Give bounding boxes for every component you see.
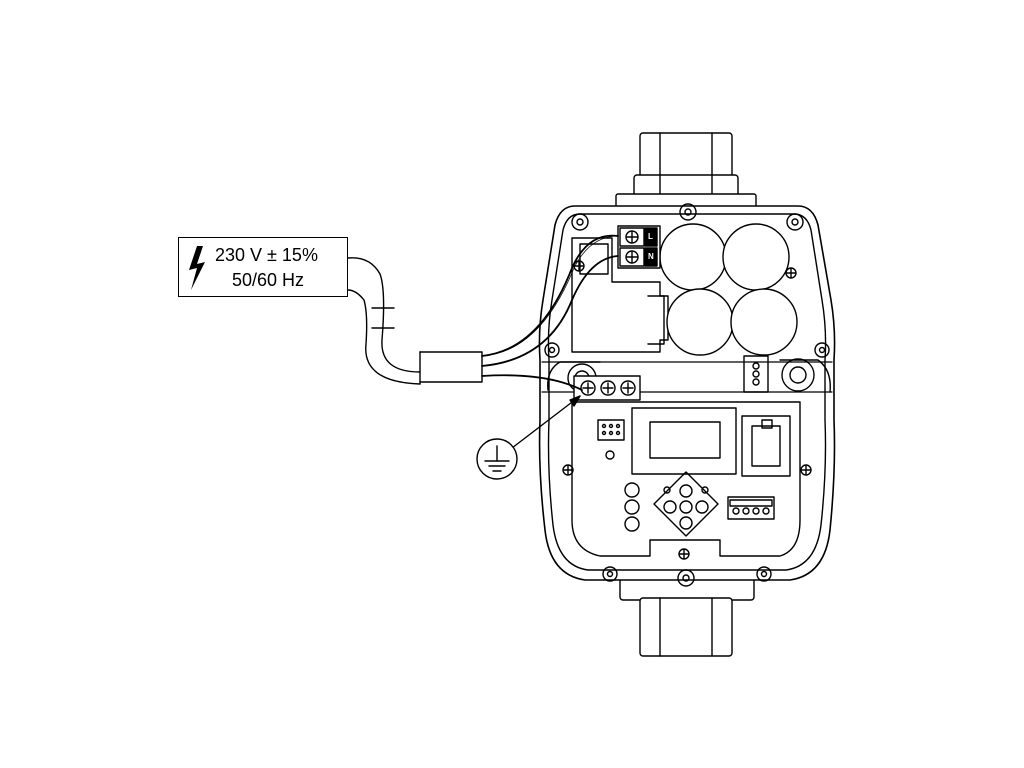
supply-wires <box>481 234 619 391</box>
power-cable <box>347 257 483 385</box>
supply-rating-label: 230 V ± 15% 50/60 Hz <box>178 237 348 297</box>
auxiliary-terminal <box>743 355 769 393</box>
terminal-neutral-label: N <box>648 252 654 261</box>
capacitors <box>659 223 798 356</box>
top-pipe-fitting <box>615 132 757 209</box>
lightning-bolt-icon <box>189 246 205 290</box>
ground-callout <box>476 395 581 480</box>
terminal-line-label: L <box>648 232 653 241</box>
line-neutral-terminal-block <box>617 225 661 269</box>
voltage-text: 230 V ± 15% <box>215 245 318 265</box>
ground-terminal-block <box>573 375 641 401</box>
screw-icon-set <box>562 260 812 560</box>
control-board <box>571 401 801 557</box>
bottom-pipe-fitting <box>619 575 755 657</box>
frequency-text: 50/60 Hz <box>232 270 305 290</box>
